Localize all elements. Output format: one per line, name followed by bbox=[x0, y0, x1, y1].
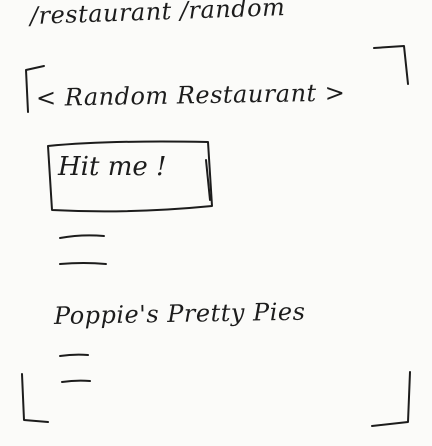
hit-me-button[interactable]: Hit me ! bbox=[44, 140, 216, 210]
container-corner-bottom-left bbox=[21, 373, 49, 423]
placeholder-line-3 bbox=[59, 353, 89, 357]
restaurant-name: Poppie's Pretty Pies bbox=[53, 297, 306, 330]
placeholder-line-4 bbox=[61, 379, 91, 383]
container-corner-top-right bbox=[373, 45, 409, 85]
placeholder-line-2 bbox=[59, 262, 107, 265]
component-tag: < Random Restaurant > bbox=[35, 78, 346, 112]
container-corner-bottom-right bbox=[371, 371, 411, 427]
placeholder-line-1 bbox=[59, 234, 105, 239]
button-outline bbox=[47, 140, 213, 213]
container-corner-top-left bbox=[25, 65, 45, 113]
hit-me-button-label: Hit me ! bbox=[58, 152, 167, 182]
